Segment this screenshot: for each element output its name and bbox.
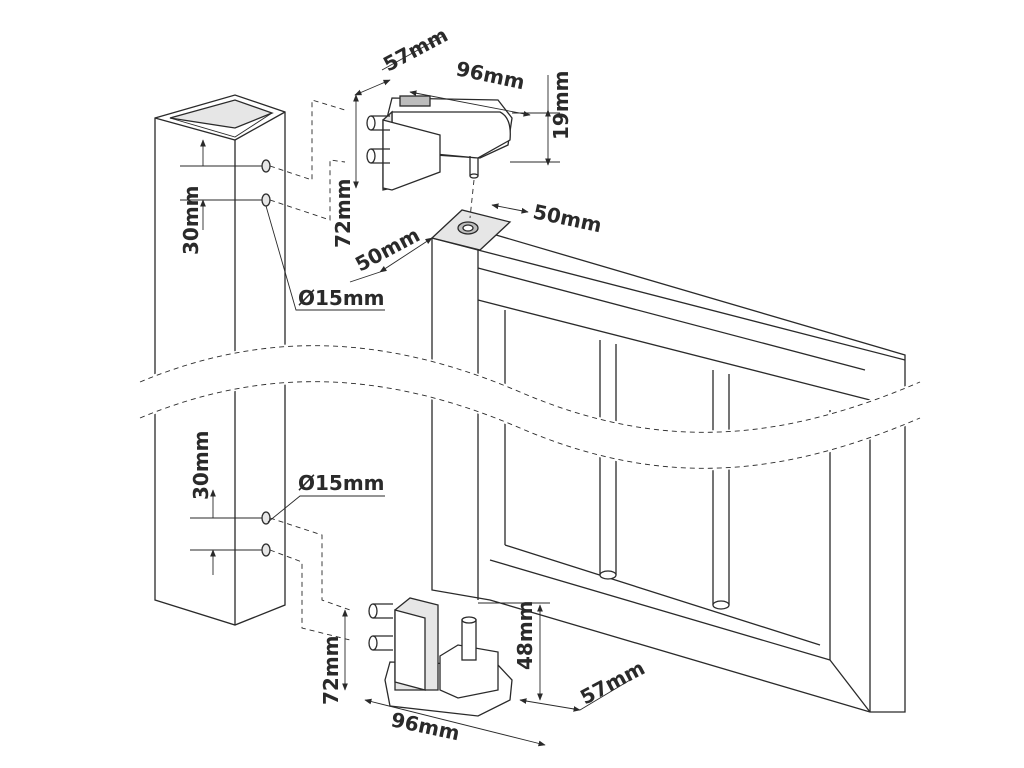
dim-cap-width: 50mm [531, 199, 604, 237]
break-mask [139, 343, 921, 471]
dim-top-hinge-height: 72mm [331, 178, 355, 248]
dim-post-hole-diameter-top: Ø15mm [298, 286, 385, 310]
post-hole-bottom-2 [261, 543, 271, 557]
dim-top-hinge-length: 96mm [454, 56, 527, 94]
dim-post-hole-spacing-bottom: 30mm [189, 430, 213, 500]
dim-post-hole-diameter-bottom: Ø15mm [298, 471, 385, 495]
top-hinge [366, 95, 513, 191]
post-hole-top-1 [261, 159, 271, 173]
dim-bottom-hinge-height: 72mm [319, 635, 343, 705]
dimension-lines [180, 34, 631, 747]
dim-bottom-pin-height: 48mm [513, 600, 537, 670]
dim-cap-depth: 50mm [351, 223, 424, 277]
dim-bottom-hinge-depth: 57mm [576, 656, 649, 710]
alignment-lines [269, 99, 475, 641]
post-hole-bottom-1 [261, 511, 271, 525]
dim-top-hinge-thickness: 19mm [549, 70, 573, 140]
dim-top-hinge-depth: 57mm [379, 23, 452, 77]
bottom-hinge [368, 597, 513, 717]
post-hole-top-2 [261, 193, 271, 207]
brand-label [399, 95, 431, 107]
dim-post-hole-spacing-top: 30mm [179, 185, 203, 255]
